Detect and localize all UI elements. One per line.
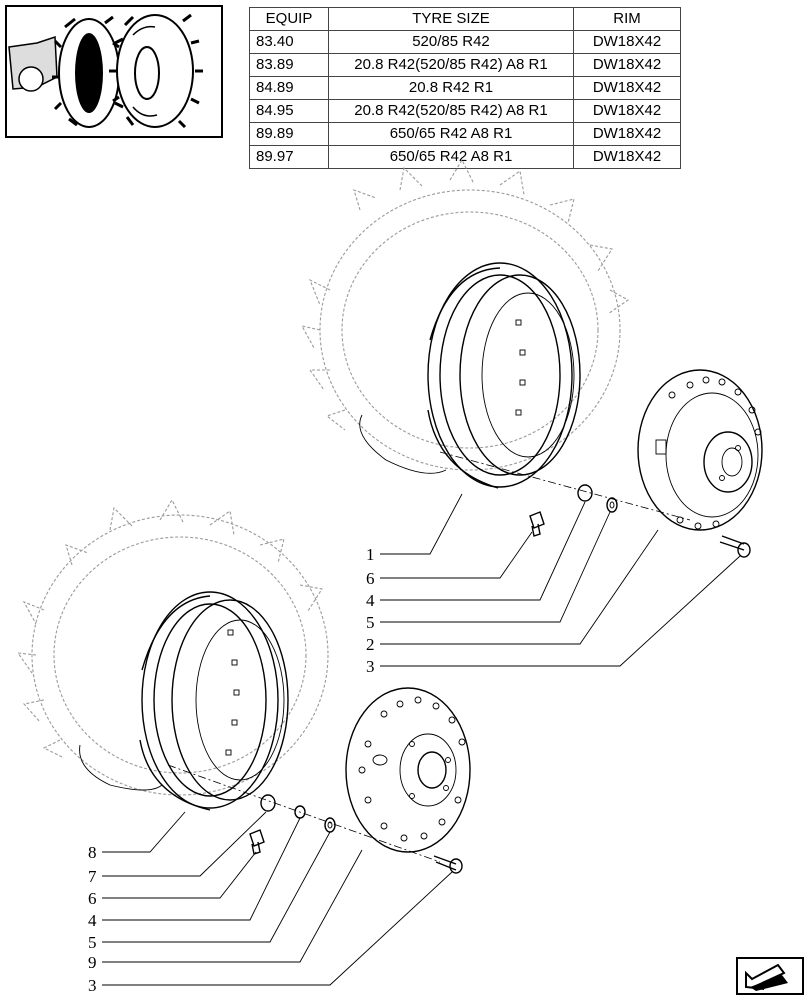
- upper-tyre: [359, 262, 573, 489]
- cell-equip: 84.95: [249, 99, 329, 123]
- upper-tyre-ghost: [300, 158, 630, 471]
- table-header-row: EQUIP TYRE SIZE RIM: [249, 7, 681, 31]
- cell-tyre-size: 520/85 R42: [328, 30, 574, 54]
- cell-tyre-size: 20.8 R42(520/85 R42) A8 R1: [328, 53, 574, 77]
- tyre-rim-table: EQUIP TYRE SIZE RIM 83.40 520/85 R42 DW1…: [249, 7, 681, 169]
- callout-upper-6: 6: [366, 569, 375, 588]
- upper-centre-line: [439, 451, 691, 521]
- callout-lower-8: 8: [88, 843, 97, 862]
- callout-lower-4: 4: [88, 911, 97, 930]
- table-row: 84.95 20.8 R42(520/85 R42) A8 R1 DW18X42: [249, 99, 681, 123]
- upper-leader-lines: [380, 493, 741, 667]
- cell-rim: DW18X42: [573, 53, 681, 77]
- cell-equip: 83.89: [249, 53, 329, 77]
- upper-rim: [459, 274, 581, 476]
- cell-tyre-size: 20.8 R42(520/85 R42) A8 R1: [328, 99, 574, 123]
- table-row: 89.97 650/65 R42 A8 R1 DW18X42: [249, 145, 681, 169]
- cell-tyre-size: 650/65 R42 A8 R1: [328, 145, 574, 169]
- callout-upper-3: 3: [366, 657, 375, 676]
- upper-small-parts: [529, 484, 751, 558]
- callout-upper-1: 1: [366, 545, 375, 564]
- table-row: 83.40 520/85 R42 DW18X42: [249, 30, 681, 54]
- callout-lower-6: 6: [88, 889, 97, 908]
- tractor-thumbnail: [5, 5, 223, 138]
- callout-upper-5: 5: [366, 613, 375, 632]
- cell-tyre-size: 650/65 R42 A8 R1: [328, 122, 574, 146]
- callout-lower-9: 9: [88, 953, 97, 972]
- callout-upper-2: 2: [366, 635, 375, 654]
- lower-tyre: [79, 591, 279, 811]
- cell-rim: DW18X42: [573, 145, 681, 169]
- header-tyre-size: TYRE SIZE: [328, 7, 574, 31]
- callout-lower-5: 5: [88, 933, 97, 952]
- lower-wheel-disc: [345, 687, 471, 853]
- callout-lower-3: 3: [88, 976, 97, 995]
- table-row: 83.89 20.8 R42(520/85 R42) A8 R1 DW18X42: [249, 53, 681, 77]
- callout-lower-7: 7: [88, 867, 97, 886]
- tractor-rear-wheel-thumbnail-icon: [8, 13, 203, 129]
- cell-tyre-size: 20.8 R42 R1: [328, 76, 574, 100]
- lower-small-parts: [249, 794, 463, 874]
- lower-leader-lines: [102, 811, 453, 986]
- callout-upper-4: 4: [366, 591, 375, 610]
- next-page-arrow-icon: [745, 963, 788, 991]
- upper-wheel-disc: [637, 369, 763, 531]
- lower-tyre-ghost: [16, 498, 329, 796]
- lower-centre-line: [167, 764, 441, 863]
- cell-equip: 89.97: [249, 145, 329, 169]
- next-page-button[interactable]: [736, 957, 804, 995]
- header-rim: RIM: [573, 7, 681, 31]
- lower-rim: [171, 599, 289, 801]
